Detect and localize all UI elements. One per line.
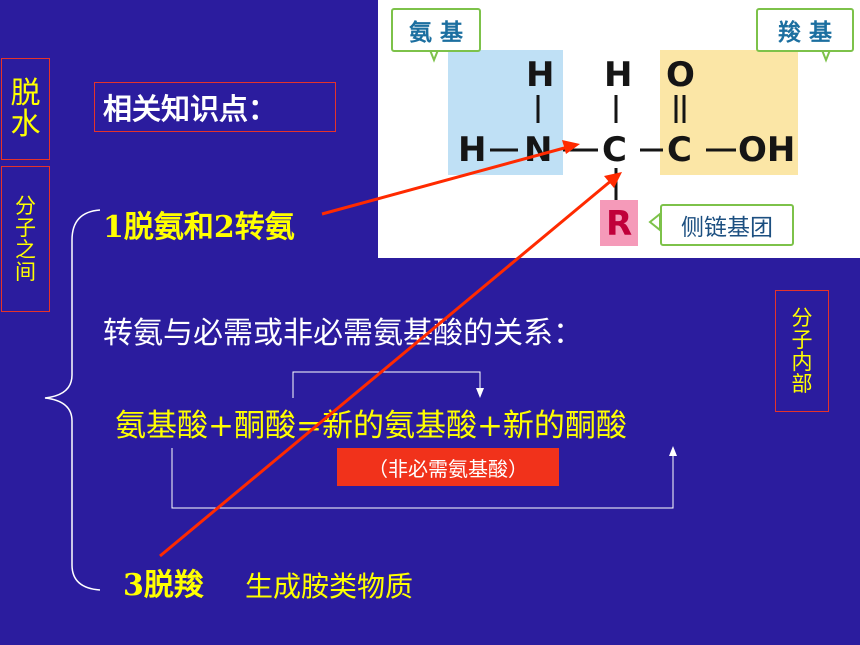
atom-h-alpha-top: H [604,55,633,95]
top-bracket-arrowhead [476,388,484,398]
amine-products-text: 生成胺类物质 [245,570,414,603]
side-char: 部 [791,372,813,397]
side-char: 子 [15,215,36,240]
atom-r-group: R [606,204,633,244]
bottom-bracket-arrowhead [669,446,677,456]
atom-c-carboxyl: C [667,130,692,170]
side-label-tuoshui: 脱 水 [1,58,50,160]
side-char: 分 [15,193,36,218]
side-label-between-molecules: 分 子 之 间 [1,166,50,312]
atom-c-alpha: C [602,130,627,170]
nonessential-amino-acid-label: （非必需氨基酸） [337,448,559,486]
atom-oh: OH [738,130,796,170]
side-char: 分 [791,305,813,330]
side-char: 间 [15,260,36,285]
left-brace [44,209,101,591]
transamination-relation-text: 转氨与必需或非必需氨基酸的关系： [103,316,583,351]
transamination-equation: 氨基酸+酮酸=新的氨基酸+新的酮酸 [115,408,627,444]
side-char: 水 [10,107,41,142]
atom-o-carbonyl: O [666,55,695,95]
side-char: 内 [791,350,813,374]
atom-n: N [524,130,553,170]
point-deamination-transamination: 1脱氨和2转氨 [103,210,295,245]
amino-acid-structure-panel: 氨 基 羧 基 侧链基团 H H N H C R O C OH [378,0,860,258]
sidechain-tag: 侧链基团 [660,204,794,246]
point-decarboxylation: 3脱羧 [123,568,204,603]
heading-knowledge-points: 相关知识点： [94,82,336,132]
top-bracket [292,371,481,398]
side-char: 之 [15,238,36,262]
carboxyl-group-tag: 羧 基 [756,8,854,52]
side-label-intramolecular: 分 子 内 部 [775,290,829,412]
side-char: 子 [791,327,813,352]
atom-h-amino-top: H [526,55,555,95]
side-char: 脱 [10,75,41,111]
atom-h-amino-left: H [458,130,487,170]
sidechain-tag-pointer [648,211,661,233]
amino-group-tag: 氨 基 [391,8,481,52]
